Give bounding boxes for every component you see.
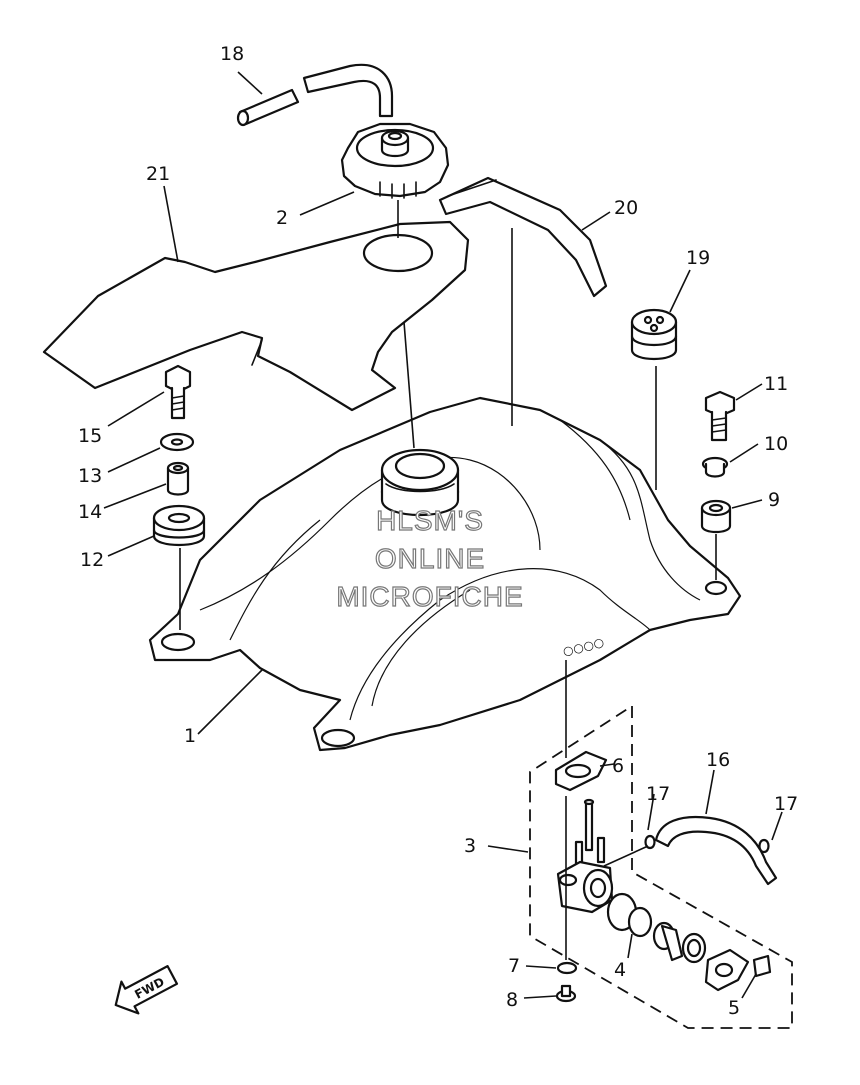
callout-8: 8 — [506, 989, 518, 1011]
callout-4: 4 — [614, 959, 626, 981]
part-21-cover-sheet — [42, 220, 470, 412]
part-2-fuel-cap — [340, 122, 450, 199]
watermark-line-2: ONLINE — [375, 543, 485, 574]
part-18-breather-hose — [236, 63, 394, 127]
callout-11: 11 — [764, 373, 788, 395]
filler-hole — [362, 233, 434, 273]
part-10-collar — [701, 456, 729, 478]
watermark-line-1: HLSM'S — [376, 505, 484, 536]
fuel-cock-spring-seal — [681, 932, 707, 964]
watermark: HLSM'S ONLINE MICROFICHE — [336, 504, 524, 612]
part-9-damper — [700, 499, 732, 534]
part-20-damper-strip — [438, 176, 608, 298]
part-3-fuel-cock — [556, 798, 614, 914]
fwd-direction-arrow: FWD — [114, 965, 179, 1015]
fuel-cock-lever — [652, 921, 684, 962]
callout-16: 16 — [706, 749, 730, 771]
part-4-seal-disc — [606, 892, 653, 938]
part-14-collar — [166, 461, 190, 496]
callout-2: 2 — [276, 207, 288, 229]
callout-9: 9 — [768, 489, 780, 511]
part-17-hose-clip-b — [758, 838, 770, 854]
part-7-washer — [556, 961, 578, 975]
part-5-plate-screw — [704, 948, 772, 992]
part-8-drain-screw — [555, 984, 577, 1003]
part-19-grommet — [630, 308, 678, 360]
alignment-lines — [179, 200, 717, 960]
callout-18: 18 — [220, 43, 244, 65]
fuel-cock-assembly-boundary — [529, 704, 793, 1029]
callout-5: 5 — [728, 997, 740, 1019]
part-15-bolt — [164, 364, 192, 420]
part-12-damper — [152, 504, 206, 546]
callout-21: 21 — [146, 163, 170, 185]
callout-17-left: 17 — [646, 783, 670, 805]
callout-10: 10 — [764, 433, 788, 455]
part-6-gasket — [554, 750, 608, 792]
callout-7: 7 — [508, 955, 520, 977]
watermark-line-3: MICROFICHE — [336, 581, 523, 612]
callout-1: 1 — [184, 725, 196, 747]
callout-17-right: 17 — [774, 793, 798, 815]
part-1-fuel-tank — [148, 396, 742, 752]
callout-13: 13 — [78, 465, 102, 487]
callout-12: 12 — [80, 549, 104, 571]
part-13-washer — [159, 432, 195, 452]
callout-14: 14 — [78, 501, 102, 523]
callout-15: 15 — [78, 425, 102, 447]
part-17-hose-clip-a — [644, 834, 656, 850]
callout-3: 3 — [464, 835, 476, 857]
callout-leaders — [103, 71, 783, 999]
part-11-bolt — [704, 390, 736, 442]
part-16-fuel-hose — [654, 815, 778, 886]
callout-20: 20 — [614, 197, 638, 219]
callout-6: 6 — [612, 755, 624, 777]
callout-19: 19 — [686, 247, 710, 269]
